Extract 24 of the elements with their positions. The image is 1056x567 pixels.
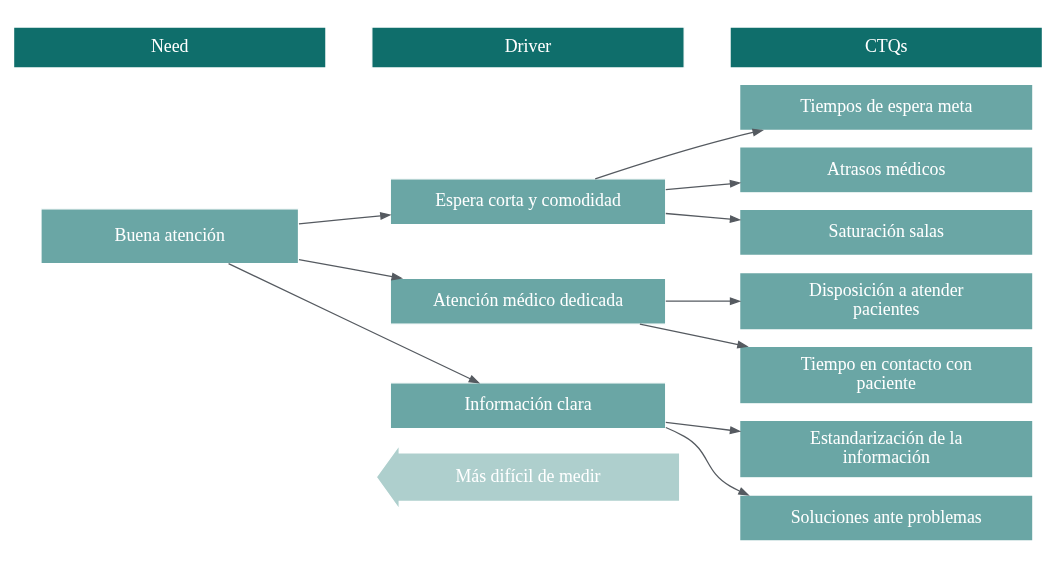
arrow	[665, 179, 742, 190]
node-box: Espera corta y comodidad	[389, 177, 667, 225]
node-box: Need	[12, 25, 327, 69]
node-box: Información clara	[389, 381, 667, 429]
node-box: Soluciones ante problemas	[739, 493, 1034, 542]
node-box: Buena atención	[40, 207, 300, 264]
node-box: Disposición a atender pacientes	[739, 271, 1034, 331]
node-box: Tiempo en contacto con paciente	[739, 345, 1034, 404]
node-box: Estandarización de la información	[739, 419, 1034, 478]
arrow	[298, 258, 403, 280]
arrow	[639, 323, 749, 348]
arrow	[227, 262, 481, 384]
arrow	[594, 128, 764, 179]
node-box: Tiempos de espera meta	[739, 83, 1034, 131]
arrow	[665, 296, 742, 305]
node-box: Driver	[371, 25, 685, 69]
arrow	[298, 211, 392, 224]
node-box: Atrasos médicos	[739, 145, 1034, 193]
node-box: Saturación salas	[739, 208, 1034, 256]
arrow	[665, 426, 750, 496]
arrow	[665, 212, 742, 223]
node-box: Atención médico dedicada	[389, 277, 667, 325]
node-box: CTQs	[729, 25, 1044, 69]
arrow	[665, 421, 742, 434]
